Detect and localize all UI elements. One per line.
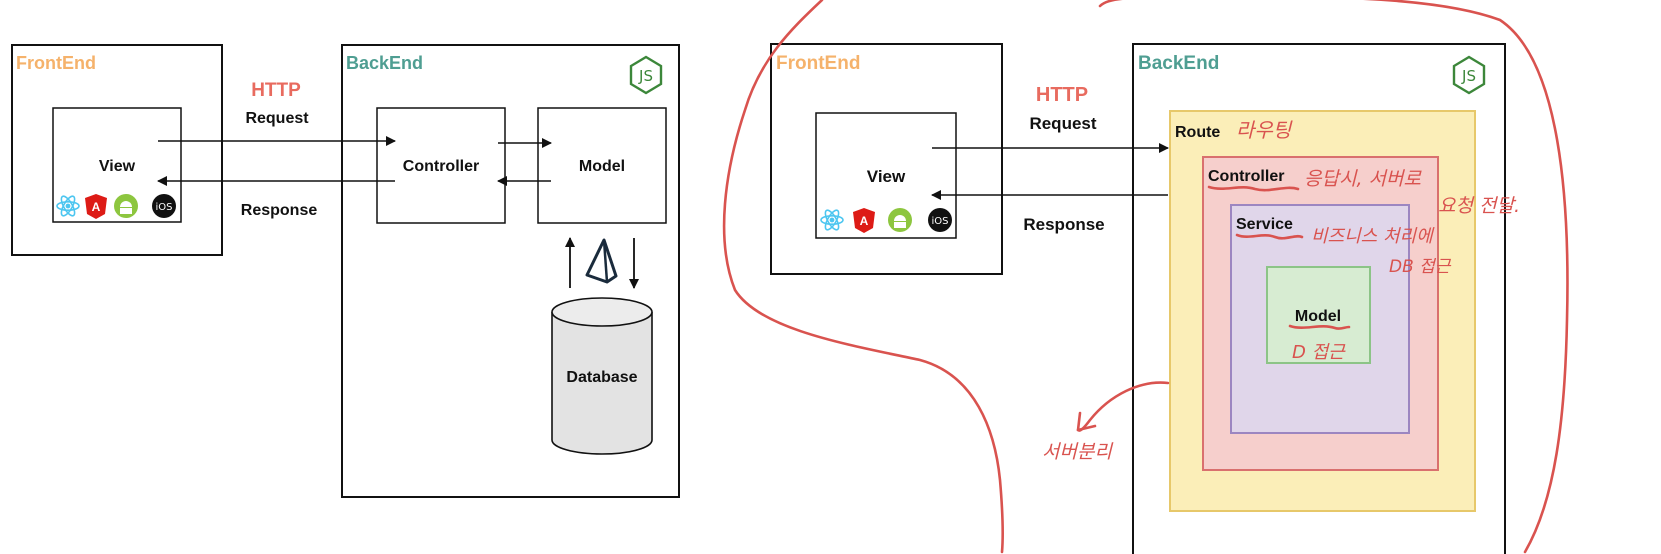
angular-icon: A (853, 208, 875, 233)
right-http-label: HTTP (1036, 84, 1088, 106)
route-label: Route (1175, 124, 1220, 141)
service-note-2: DB 접근 (1389, 257, 1452, 277)
left-request-label: Request (245, 110, 309, 127)
right-request-label: Request (1029, 114, 1096, 133)
react-icon (820, 209, 844, 231)
ios-icon: iOS (152, 194, 176, 218)
ios-icon: iOS (928, 208, 952, 232)
prisma-icon (585, 238, 618, 284)
left-view-box (52, 107, 182, 223)
service-label: Service (1236, 216, 1293, 233)
right-diagram: FrontEnd View A iOS HTTP Request Respons… (770, 43, 1506, 554)
left-http-label: HTTP (251, 80, 301, 101)
model-note: D 접근 (1292, 342, 1346, 363)
right-backend-label: BackEnd (1138, 53, 1219, 74)
left-frontend-box (11, 44, 223, 256)
svg-text:JS: JS (638, 67, 653, 85)
model-layer (1266, 266, 1371, 364)
right-model-label: Model (1295, 308, 1341, 325)
right-view-label: View (867, 167, 906, 186)
svg-text:A: A (92, 200, 101, 214)
route-note: 라우팅 (1236, 118, 1293, 142)
svg-text:iOS: iOS (156, 202, 173, 213)
nodejs-icon: JS (1452, 55, 1486, 95)
controller-underline (1207, 185, 1300, 192)
left-view-label: View (99, 158, 136, 175)
database-cylinder (551, 297, 653, 455)
nodejs-icon: JS (629, 55, 663, 95)
left-frontend-label: FrontEnd (16, 53, 96, 73)
server-separation-arrowhead (1076, 411, 1097, 432)
right-response-label: Response (1023, 215, 1104, 234)
left-backend-label: BackEnd (346, 53, 423, 73)
right-view-box (815, 112, 957, 239)
server-separation-note: 서버분리 (1042, 441, 1113, 463)
angular-icon: A (85, 194, 107, 219)
right-frontend-box (770, 43, 1003, 275)
left-controller-box (376, 107, 506, 224)
model-underline (1288, 324, 1351, 330)
handwritten-notes: 라우팅 응답시, 서버로 요청 전달. 비즈니스 처리에 DB 접근 D 접근 … (1042, 118, 1520, 463)
left-backend-box (341, 44, 680, 498)
right-frontend-label: FrontEnd (776, 53, 860, 74)
database-label: Database (566, 369, 637, 386)
android-icon (114, 194, 138, 218)
enclosing-loop (722, 0, 1569, 554)
left-diagram: FrontEnd View A iOS HTTP Request Respons… (11, 44, 680, 498)
left-model-label: Model (579, 158, 625, 175)
svg-text:iOS: iOS (932, 216, 949, 227)
left-controller-label: Controller (403, 158, 479, 175)
right-controller-label: Controller (1208, 168, 1284, 185)
right-backend-box (1132, 43, 1506, 554)
handwritten-annotations (722, 0, 1569, 554)
android-icon (888, 208, 912, 232)
server-separation-arrow (1076, 381, 1170, 432)
svg-text:A: A (860, 214, 869, 228)
service-underline (1235, 233, 1304, 240)
left-response-label: Response (241, 202, 318, 219)
left-model-box (537, 107, 667, 224)
react-icon (56, 195, 80, 217)
service-note-1: 비즈니스 처리에 (1311, 226, 1435, 247)
controller-note-1: 응답시, 서버로 (1304, 168, 1422, 190)
controller-note-2: 요청 전달. (1438, 195, 1520, 217)
svg-text:JS: JS (1461, 67, 1476, 85)
